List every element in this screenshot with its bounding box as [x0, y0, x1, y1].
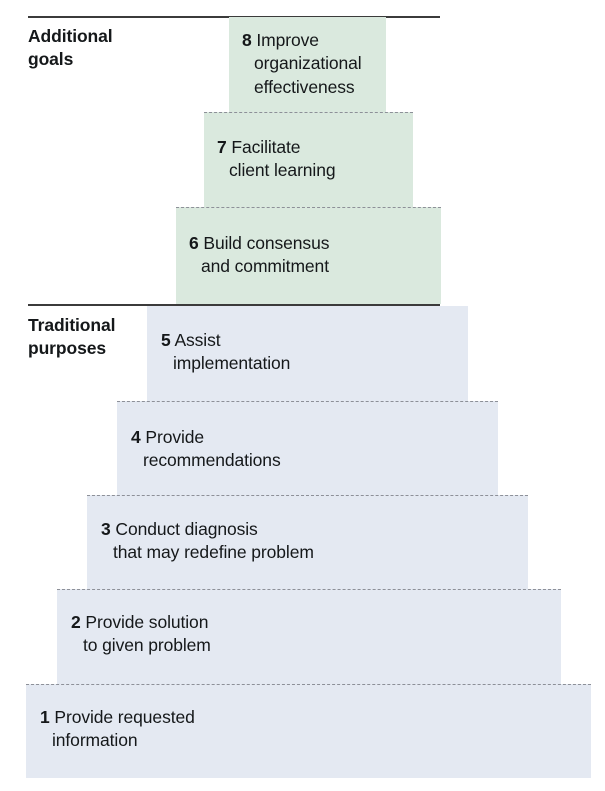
pyramid-step-1[interactable]: 1 Provide requested information: [26, 684, 591, 778]
step-4-dashed-separator: [117, 401, 498, 402]
step-7-dashed-separator: [204, 112, 413, 113]
step-6-dashed-separator: [176, 207, 441, 208]
section-label-additional-goals: Additional goals: [28, 26, 113, 70]
step-1-number: 1: [40, 707, 50, 727]
step-2-content: 2 Provide solution to given problem: [71, 611, 211, 658]
step-4-content: 4 Provide recommendations: [131, 426, 281, 473]
step-3-content: 3 Conduct diagnosis that may redefine pr…: [101, 518, 314, 565]
step-6-number: 6: [189, 233, 199, 253]
pyramid-step-6[interactable]: 6 Build consensus and commitment: [176, 207, 441, 304]
step-7-label: Facilitate client learning: [229, 137, 336, 181]
step-2-label: Provide solution to given problem: [83, 612, 211, 656]
pyramid-step-5[interactable]: 5 Assist implementation: [147, 306, 468, 401]
step-2-dashed-separator: [57, 589, 561, 590]
step-1-content: 1 Provide requested information: [40, 706, 195, 753]
step-7-content: 7 Facilitate client learning: [217, 136, 336, 183]
step-1-label: Provide requested information: [52, 707, 195, 751]
pyramid-step-4[interactable]: 4 Provide recommendations: [117, 401, 498, 495]
step-5-content: 5 Assist implementation: [161, 329, 290, 376]
pyramid-step-3[interactable]: 3 Conduct diagnosis that may redefine pr…: [87, 495, 528, 589]
step-4-number: 4: [131, 427, 141, 447]
step-6-label: Build consensus and commitment: [201, 233, 330, 277]
pyramid-step-2[interactable]: 2 Provide solution to given problem: [57, 589, 561, 684]
section-rule-middle: [28, 304, 440, 306]
step-1-dashed-separator: [26, 684, 591, 685]
pyramid-step-7[interactable]: 7 Facilitate client learning: [204, 112, 413, 207]
step-5-label: Assist implementation: [173, 330, 291, 374]
step-3-dashed-separator: [87, 495, 528, 496]
step-6-content: 6 Build consensus and commitment: [189, 232, 329, 279]
section-label-traditional-purposes: Traditional purposes: [28, 315, 116, 359]
step-5-number: 5: [161, 330, 171, 350]
step-8-label: Improve organizational effectiveness: [254, 30, 362, 97]
step-3-label: Conduct diagnosis that may redefine prob…: [113, 519, 314, 563]
step-8-content: 8 Improve organizational effectiveness: [242, 29, 362, 99]
step-7-number: 7: [217, 137, 227, 157]
step-2-number: 2: [71, 612, 81, 632]
step-8-number: 8: [242, 30, 252, 50]
pyramid-step-8[interactable]: 8 Improve organizational effectiveness: [229, 17, 386, 112]
step-4-label: Provide recommendations: [143, 427, 281, 471]
step-3-number: 3: [101, 519, 111, 539]
